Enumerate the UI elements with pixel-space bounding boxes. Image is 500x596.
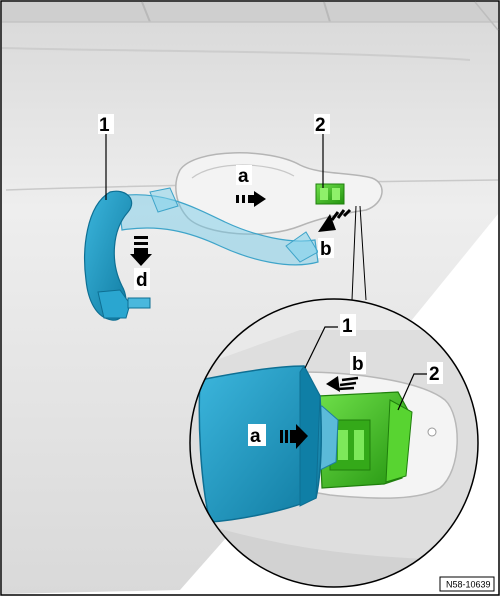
figure-reference: N58-10639: [446, 580, 491, 590]
step-label-d: d: [136, 270, 148, 291]
step-label-a: a: [238, 166, 249, 187]
callout-handle: 1: [99, 115, 110, 136]
step-label-b: b: [320, 239, 332, 260]
arrow-b: [318, 208, 352, 232]
shoulder-line: [1, 47, 471, 61]
zoom-step-label-b: b: [352, 354, 364, 375]
zoom-callout-trim: 2: [429, 364, 440, 385]
zoom-arrow-a: [280, 424, 308, 449]
handle-grip: [84, 190, 151, 321]
callout-trim: 2: [315, 115, 326, 136]
zoom-step-label-a: a: [250, 426, 261, 447]
sill-seams: [141, 1, 331, 23]
handle-bar-transparent: [117, 194, 319, 266]
trim-cap: [315, 183, 345, 205]
zoom-connector: [351, 205, 367, 301]
zoom-detail: [189, 298, 479, 588]
arrow-a: [236, 191, 266, 207]
zoom-callout-handle: 1: [342, 316, 353, 337]
arrow-d: [130, 236, 152, 266]
reference-box: [439, 576, 495, 592]
zoom-leader-trim: [397, 373, 428, 411]
handle-recess: [175, 152, 383, 235]
zoom-arrow-b: [326, 376, 359, 392]
zoom-leader-handle: [304, 326, 338, 369]
window-sill: [2, 2, 498, 22]
